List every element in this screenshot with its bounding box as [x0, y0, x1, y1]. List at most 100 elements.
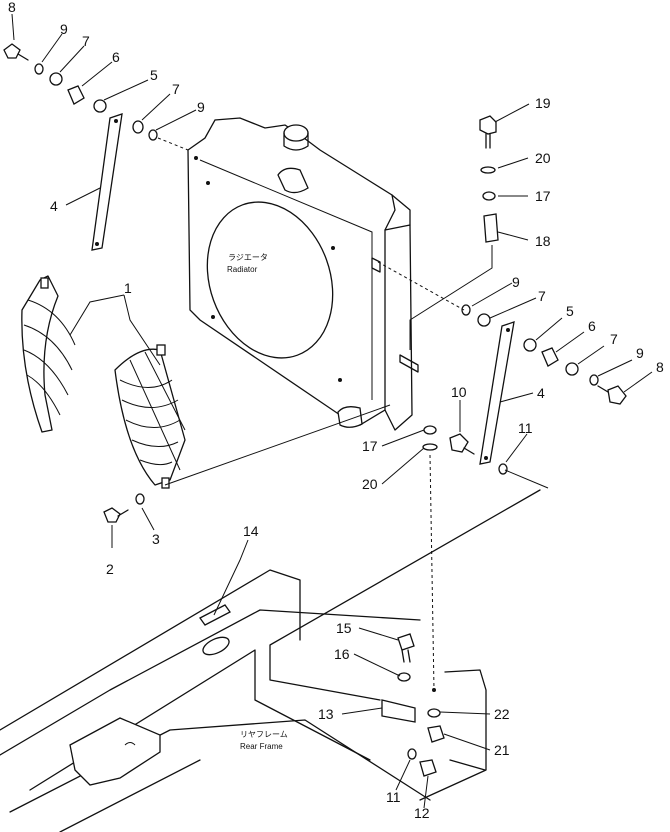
washer-20-upper	[480, 166, 496, 174]
fan-guard	[21, 275, 186, 489]
callout-12: 12	[414, 805, 430, 821]
fan-guard-right-wires	[119, 379, 181, 466]
nut-7-left	[49, 72, 63, 86]
bolt-8-right	[607, 385, 627, 405]
callout-17: 17	[535, 188, 551, 204]
washer-16	[397, 672, 411, 682]
radiator-side	[384, 224, 413, 431]
top-mount-stack	[409, 115, 499, 691]
washer-11-lower	[407, 748, 417, 760]
radiator-hole	[206, 181, 210, 185]
bolt-10	[449, 433, 469, 453]
cushion-6-left	[67, 85, 85, 105]
callout-5: 5	[150, 67, 158, 83]
callout-2: 2	[106, 561, 114, 577]
nut-12	[419, 759, 437, 777]
callout-7: 7	[538, 288, 546, 304]
bolt-19-shank	[485, 133, 491, 149]
fan-guard-clip	[40, 277, 49, 289]
radiator-cap	[283, 124, 309, 142]
radiator-upper-hose	[277, 167, 309, 194]
radiator-upper-bracket	[371, 257, 381, 273]
callout-8: 8	[8, 0, 16, 15]
frame-cross	[269, 489, 541, 701]
callout-4: 4	[50, 198, 58, 214]
callout-7: 7	[610, 331, 618, 347]
frame-cover-plate	[69, 717, 161, 786]
washer-9-left	[34, 63, 44, 75]
washer-22	[427, 708, 441, 718]
callout-9: 9	[197, 99, 205, 115]
rear-frame-label-en: Rear Frame	[240, 742, 283, 751]
bracket-14	[199, 604, 231, 626]
radiator-lower-bracket	[399, 354, 419, 373]
radiator-front-face	[187, 117, 396, 426]
nut-5-left	[93, 99, 107, 113]
callout-22: 22	[494, 706, 510, 722]
callout-16: 16	[334, 646, 350, 662]
radiator: ラジエータ Radiator	[187, 117, 419, 431]
nut-5-right	[523, 338, 537, 352]
radiator-hole	[338, 378, 342, 382]
callout-7: 7	[172, 81, 180, 97]
bottom-hardware	[397, 633, 445, 777]
bolt-2	[103, 507, 121, 523]
radiator-inner-edge	[199, 159, 373, 400]
callout-14: 14	[243, 523, 259, 539]
nut-17-upper	[482, 191, 496, 201]
callout-9: 9	[636, 345, 644, 361]
right-stay-assembly	[377, 261, 627, 475]
callout-8: 8	[656, 359, 664, 375]
left-stay-assembly	[3, 43, 189, 251]
frame-hole	[202, 636, 230, 656]
bolt-19-head	[479, 115, 497, 135]
radiator-top-edge	[391, 194, 411, 226]
washer-9-right-a	[461, 304, 471, 316]
fan-guard-right-spokes	[129, 351, 186, 471]
leader-lines	[11, 13, 653, 809]
nut-7-right-b	[565, 362, 579, 376]
nut-21	[427, 725, 445, 743]
radiator-cap-neck	[283, 132, 309, 151]
callout-19: 19	[535, 95, 551, 111]
callout-20: 20	[362, 476, 378, 492]
washer-9-left-b	[148, 129, 158, 141]
radiator-label-en: Radiator	[227, 265, 258, 274]
frame-right-block	[419, 669, 487, 801]
mount-line	[409, 245, 493, 350]
radiator-hole	[194, 156, 198, 160]
rear-frame-label-jp: リヤフレーム	[240, 730, 288, 739]
callout-9: 9	[60, 21, 68, 37]
bolt-15-head	[397, 633, 415, 651]
fan-guard-left	[21, 275, 59, 433]
callout-5: 5	[566, 303, 574, 319]
frame-top-rail	[0, 569, 301, 731]
bracket-13	[381, 699, 416, 723]
nut-17-lower	[423, 425, 437, 435]
radiator-label-jp: ラジエータ	[228, 253, 268, 262]
collar-18	[483, 213, 499, 243]
callout-17: 17	[362, 438, 378, 454]
callout-21: 21	[494, 742, 510, 758]
radiator-lower-pipe	[337, 406, 363, 428]
cushion-6-right	[541, 347, 559, 367]
frame-bottom	[59, 759, 201, 832]
fan-guard-right	[114, 348, 186, 486]
callout-11: 11	[518, 420, 533, 436]
callout-4: 4	[537, 385, 545, 401]
radiator-hole	[331, 246, 335, 250]
nut-7-left-b	[132, 120, 144, 134]
bolt-8-left	[3, 43, 21, 59]
radiator-hole	[211, 315, 215, 319]
stay-rod-right	[479, 321, 515, 465]
washer-20-lower	[422, 443, 438, 451]
callout-labels: 8 9 7 6 5 7 9 4 1 2 3 19 20 17 18 9 7 5 …	[8, 0, 664, 821]
washer-3	[135, 493, 145, 505]
nut-7-right-a	[477, 313, 491, 327]
callout-6: 6	[588, 318, 596, 334]
callout-7: 7	[82, 33, 90, 49]
callout-13: 13	[318, 706, 334, 722]
callout-11: 11	[386, 789, 401, 805]
callout-9: 9	[512, 274, 520, 290]
